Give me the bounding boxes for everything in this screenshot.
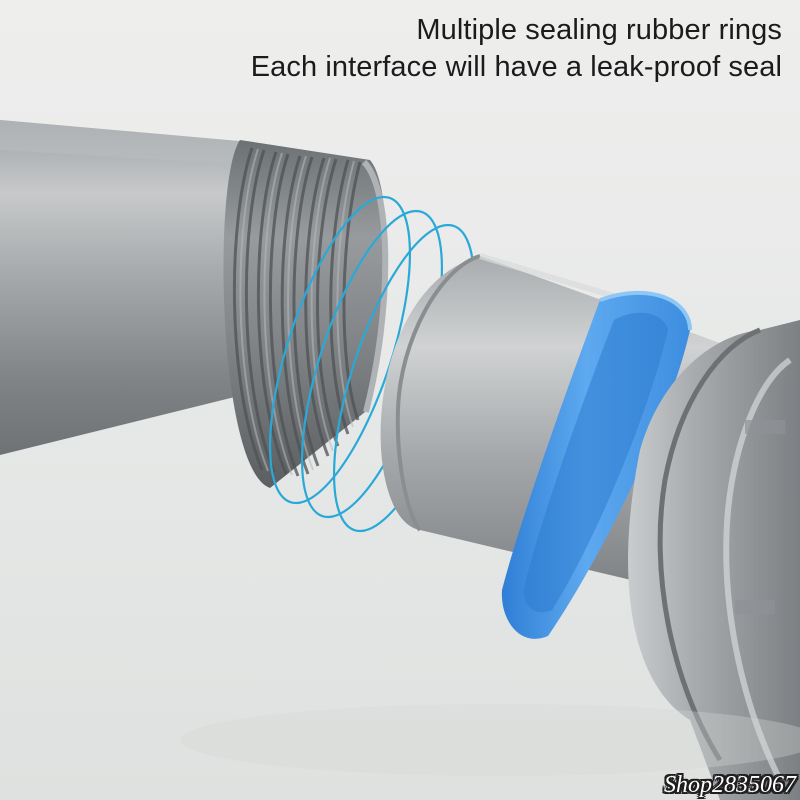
left-pipe bbox=[0, 120, 255, 455]
feature-caption: Multiple sealing rubber rings Each inter… bbox=[251, 12, 782, 86]
shop-watermark: Shop2835067 bbox=[664, 772, 796, 798]
caption-headline: Multiple sealing rubber rings bbox=[416, 14, 782, 46]
blue-rubber-ring bbox=[501, 290, 692, 639]
hex-nut bbox=[628, 320, 800, 800]
caption-subline: Each interface will have a leak-proof se… bbox=[250, 51, 782, 83]
threaded-section bbox=[223, 140, 389, 488]
